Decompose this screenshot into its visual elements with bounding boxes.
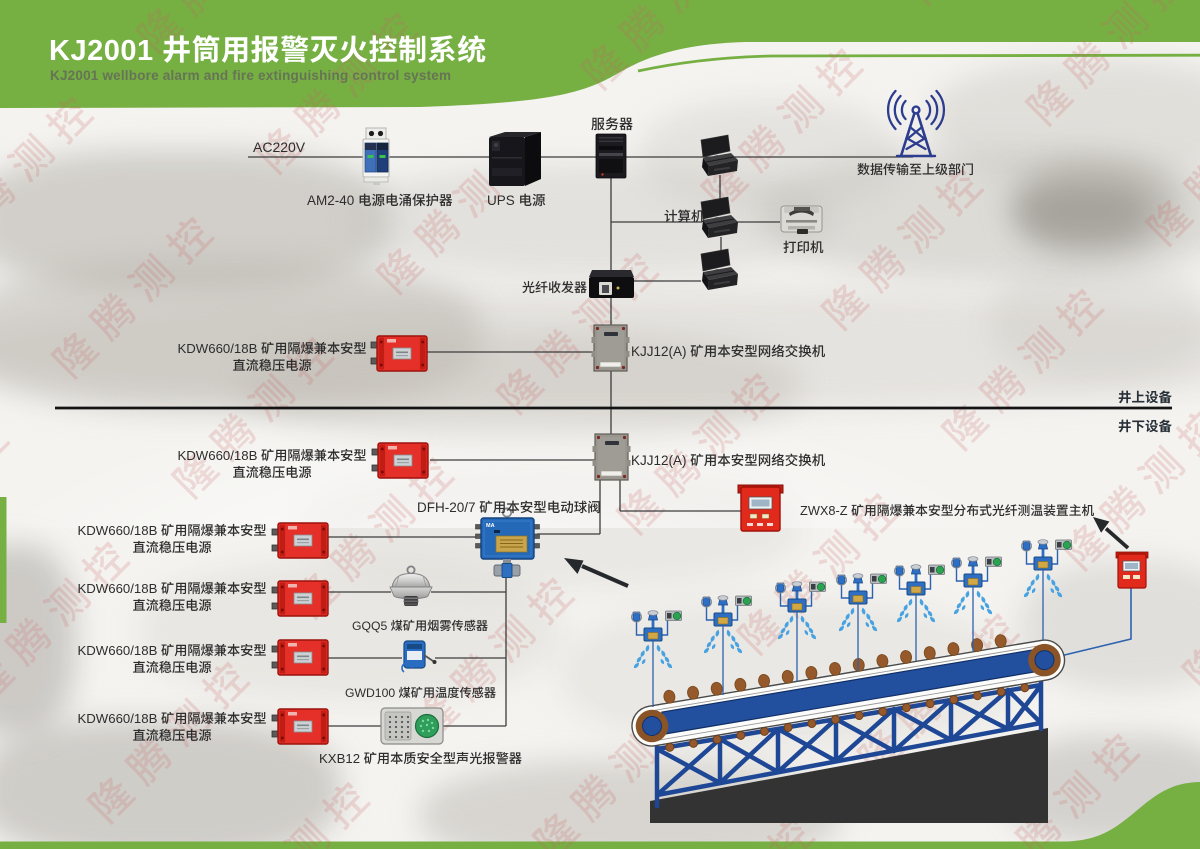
svg-text:MA: MA [486,523,495,529]
